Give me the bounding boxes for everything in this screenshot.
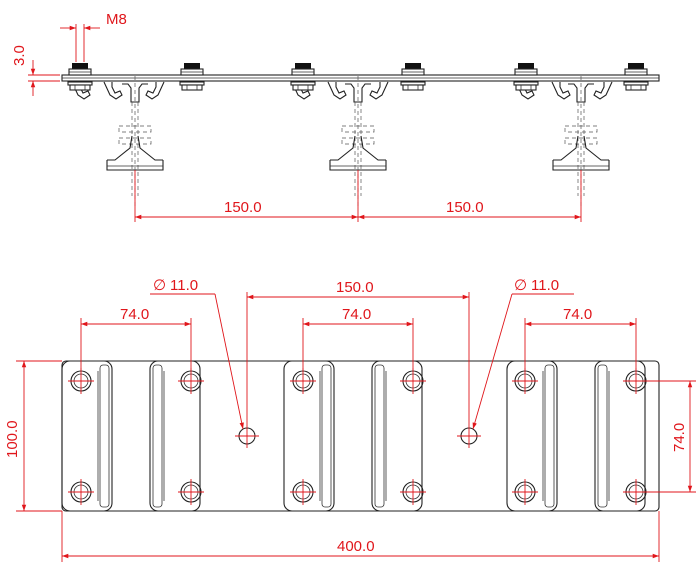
- bolt-vertical-spacing-label: 74.0: [671, 423, 688, 452]
- clamp-spacing-3-dimension: 74.0: [524, 306, 637, 370]
- plate-thickness-label: 3.0: [11, 45, 28, 66]
- plate-height-label: 100.0: [4, 420, 21, 458]
- bolt-hole: [289, 478, 317, 506]
- bolt-hole: [511, 367, 539, 395]
- hole-spacing-label: 150.0: [336, 279, 374, 296]
- plate-height-dimension: 100.0: [4, 360, 62, 512]
- bolt-hole: [67, 367, 95, 395]
- hole-spacing-dimension: 150.0: [246, 279, 470, 424]
- clamp-spacing-3-label: 74.0: [563, 306, 592, 323]
- plate-length-dimension: 400.0: [61, 511, 660, 562]
- rail-spacing-right-label: 150.0: [446, 199, 484, 216]
- hole-diameter-left-dimension: ∅ 11.0: [150, 277, 244, 430]
- side-view: M8 3.0 150.0 150.0: [11, 11, 660, 222]
- diameter-symbol-left: ∅: [153, 277, 166, 294]
- bolt-vertical-spacing-dimension: 74.0: [646, 380, 696, 493]
- rail-spacing-left-label: 150.0: [224, 199, 262, 216]
- clamp-spacing-1-label: 74.0: [120, 306, 149, 323]
- hole-diameter-right-dimension: ∅ 11.0: [472, 277, 574, 430]
- hole-diameter-right-label: 11.0: [531, 277, 559, 294]
- bolt-hole: [511, 478, 539, 506]
- diameter-symbol-right: ∅: [514, 277, 527, 294]
- clamp-spacing-2-label: 74.0: [342, 306, 371, 323]
- bolt-hole: [67, 478, 95, 506]
- clamp-spacing-2-dimension: 74.0: [302, 306, 414, 370]
- bolt-size-dimension: M8: [60, 11, 127, 62]
- bolt-hole: [289, 367, 317, 395]
- hole-diameter-left-label: 11.0: [170, 277, 198, 294]
- plate-length-label: 400.0: [337, 538, 375, 555]
- rail-spacing-dimension: 150.0 150.0: [134, 170, 582, 222]
- top-view: ∅ 11.0 ∅ 11.0 150.0 74.0: [4, 277, 696, 562]
- mounting-hole-left: [235, 424, 259, 448]
- plate-thickness-dimension: 3.0: [11, 45, 60, 96]
- clamp-spacing-1-dimension: 74.0: [80, 306, 192, 370]
- bolt-size-label: M8: [106, 11, 127, 28]
- mounting-plate-top: [61, 360, 660, 512]
- mounting-hole-right: [457, 424, 481, 448]
